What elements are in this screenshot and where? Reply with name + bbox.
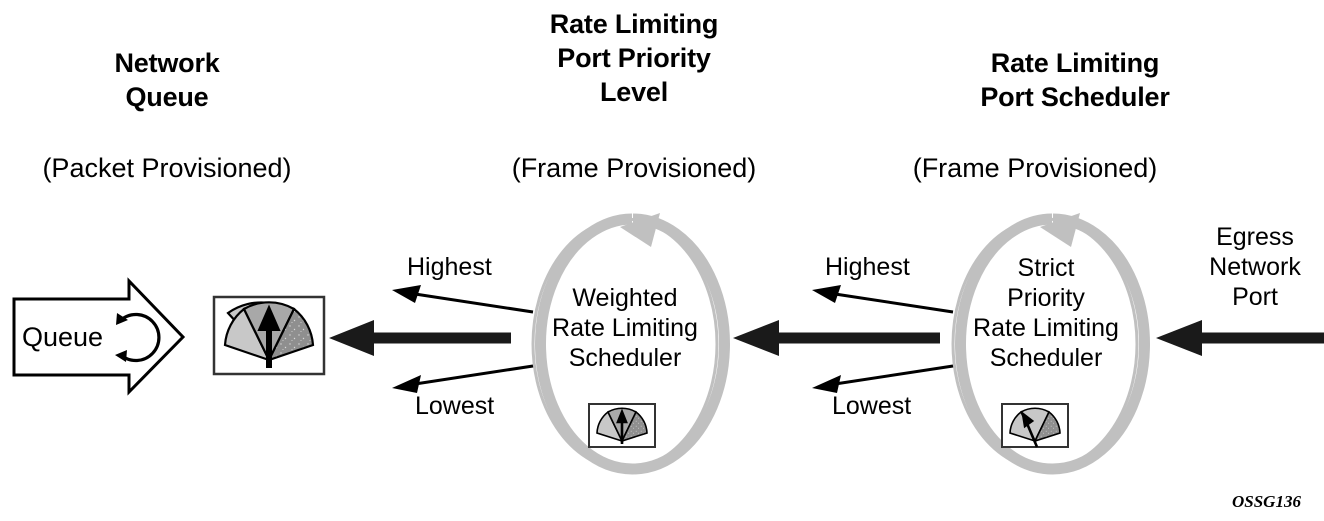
queue-gauge-box: [212, 295, 326, 376]
watermark-label: OSSG136: [1232, 492, 1301, 511]
priority-arrow-right-lowest: [812, 364, 954, 393]
column-subtitle-network-queue: (Packet Provisioned): [42, 153, 292, 183]
flow-arrow-egress-port: [1156, 320, 1324, 356]
priority-label-right-highest: Highest: [825, 253, 910, 281]
egress-network-port-label: Egress Network Port: [1209, 223, 1301, 311]
priority-label-center-highest: Highest: [407, 253, 492, 281]
column-title-port-scheduler: Rate Limiting Port Scheduler: [980, 48, 1170, 112]
priority-label-center-lowest: Lowest: [415, 392, 495, 420]
column-title-port-priority-level: Rate Limiting Port Priority Level: [549, 9, 719, 107]
flow-arrow-center: [733, 320, 940, 356]
flow-arrow-left: [329, 320, 511, 356]
priority-arrow-center-lowest: [392, 364, 534, 393]
strict-priority-scheduler-gauge-box: [1001, 403, 1069, 448]
weighted-scheduler-gauge-box: [588, 403, 656, 448]
column-title-network-queue: Network Queue: [114, 48, 220, 112]
circular-arrow-ring-icon-right: [951, 213, 1150, 475]
queue-block-arrow: [12, 277, 186, 396]
weighted-rate-limiting-scheduler-label: Weighted Rate Limiting Scheduler: [552, 284, 698, 372]
priority-label-right-lowest: Lowest: [832, 392, 912, 420]
column-subtitle-port-scheduler: (Frame Provisioned): [912, 153, 1158, 183]
priority-arrow-center-highest: [392, 285, 534, 314]
circular-arrow-ring-icon-center: [531, 213, 730, 475]
circular-arrow-icon: [115, 312, 161, 363]
column-subtitle-port-priority-level: (Frame Provisioned): [511, 153, 757, 183]
strict-priority-rate-limiting-scheduler-label: Strict Priority Rate Limiting Scheduler: [973, 254, 1119, 372]
queue-block-label: Queue: [22, 322, 104, 352]
priority-arrow-right-highest: [812, 285, 954, 314]
